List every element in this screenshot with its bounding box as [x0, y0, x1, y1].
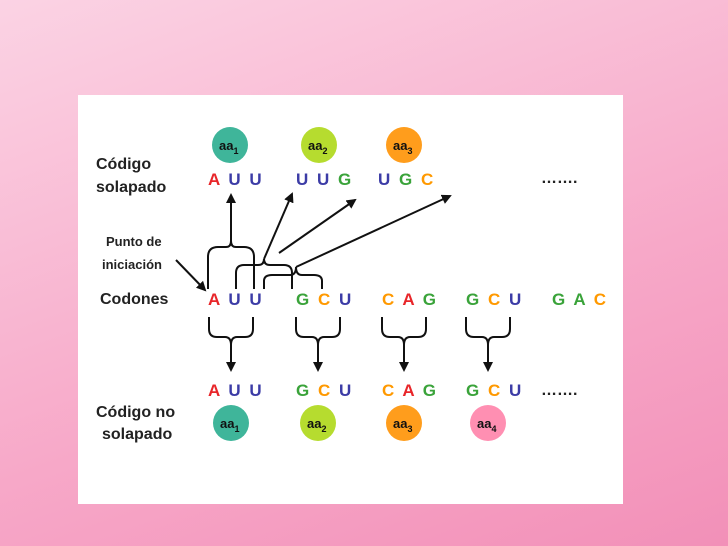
codon-2: G C U: [296, 290, 353, 309]
overlap-ellipsis: …….: [541, 170, 577, 187]
label-codigo-no-solapado-1: Código no: [96, 404, 175, 421]
nonoverlap-codon-1: A U U: [208, 381, 264, 400]
codon-5: G A C: [552, 290, 608, 309]
nonoverlap-aminoacids: aa1 aa2 aa3 aa4: [213, 405, 506, 441]
overlap-arrow-3: [295, 194, 452, 268]
overlap-aa-3: aa3: [386, 127, 422, 163]
label-punto-1: Punto de: [106, 234, 162, 249]
diagram-panel: Código solapado Punto de iniciación Codo…: [78, 95, 623, 504]
nonoverlap-aa-1-label: aa1: [220, 416, 239, 434]
overlap-codon-3: U G C: [378, 170, 435, 189]
nonoverlap-aa-1: aa1: [213, 405, 249, 441]
codon-3: C A G: [382, 290, 438, 309]
nonoverlap-bracket-1: [208, 317, 254, 346]
overlap-brackets: [207, 192, 452, 289]
overlap-aa-2-label: aa2: [308, 138, 327, 156]
label-codigo-solapado-2: solapado: [96, 179, 166, 196]
nonoverlap-aa-2-label: aa2: [307, 416, 326, 434]
codon-1: A U U: [208, 290, 264, 309]
overlap-aa-2: aa2: [301, 127, 337, 163]
nonoverlap-aa-3: aa3: [386, 405, 422, 441]
overlap-codon-1: A U U: [208, 170, 264, 189]
nonoverlap-ellipsis: …….: [541, 382, 577, 399]
label-codones: Codones: [100, 291, 169, 308]
overlap-aa-1: aa1: [212, 127, 248, 163]
nonoverlap-codon-4: G C U: [466, 381, 523, 400]
overlap-aa-3-label: aa3: [393, 138, 412, 156]
label-codigo-solapado-1: Código: [96, 156, 151, 173]
nonoverlap-codon-2: G C U: [296, 381, 353, 400]
codon-diagram: Código solapado Punto de iniciación Codo…: [96, 127, 608, 443]
nonoverlap-aa-3-label: aa3: [393, 416, 412, 434]
nonoverlap-brackets: [208, 317, 511, 372]
overlap-aa-1-label: aa1: [219, 138, 238, 156]
overlap-aminoacids: aa1 aa2 aa3: [212, 127, 422, 163]
overlap-arrow-2: [263, 192, 294, 260]
nonoverlap-codon-3: C A G: [382, 381, 438, 400]
nonoverlap-aa-4-label: aa4: [477, 416, 496, 434]
nonoverlap-aa-4: aa4: [470, 405, 506, 441]
overlap-arrow-3-stub: [278, 198, 357, 254]
codon-4: G C U: [466, 290, 523, 309]
label-codigo-no-solapado-2: solapado: [102, 426, 172, 443]
label-punto-2: iniciación: [102, 257, 162, 272]
nonoverlap-aa-2: aa2: [300, 405, 336, 441]
start-pointer-arrow: [175, 259, 207, 292]
nonoverlap-bracket-3: [381, 317, 427, 346]
nonoverlap-bracket-2: [295, 317, 341, 346]
overlap-codon-2: U U G: [296, 170, 353, 189]
nonoverlap-bracket-4: [465, 317, 511, 346]
